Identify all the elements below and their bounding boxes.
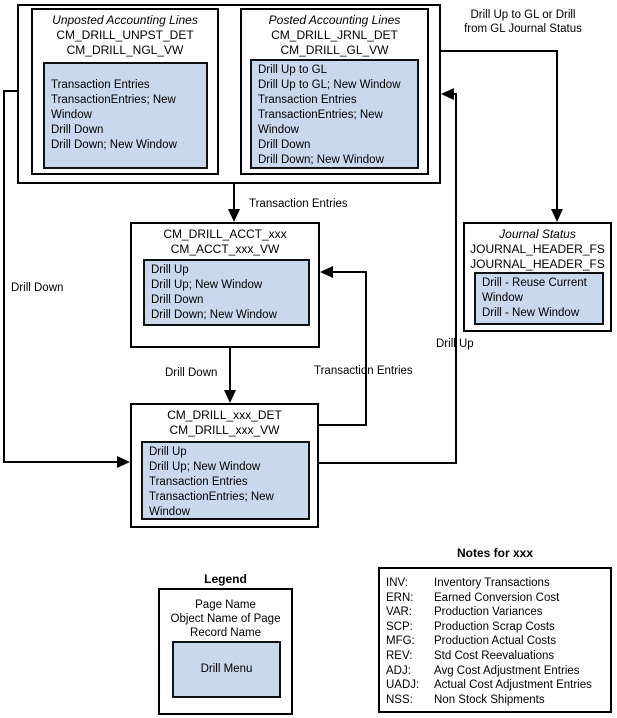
posted-object-name: CM_DRILL_JRNL_DET: [271, 28, 398, 42]
legend-line-record-name: Record Name: [190, 627, 261, 639]
notes-code: ERN:: [386, 591, 414, 604]
unposted-title: Unposted Accounting Lines: [52, 13, 198, 27]
connector-drillup-h: [317, 462, 457, 464]
connector-te-loop-h-bottom: [317, 424, 367, 426]
notes-code: REV:: [386, 649, 413, 662]
connector-acct-to-det: [229, 348, 231, 392]
connector-te-loop-v: [365, 271, 367, 426]
menu-item: Drill Up to GL: [258, 64, 328, 76]
notes-desc: Actual Cost Adjustment Entries: [434, 679, 592, 692]
acct-object-name: CM_DRILL_ACCT_xxx: [163, 227, 287, 241]
unposted-drill-menu: Transaction Entries TransactionEntries; …: [43, 62, 208, 169]
unposted-record-name: CM_DRILL_NGL_VW: [66, 43, 184, 57]
det-object-name: CM_DRILL_xxx_DET: [167, 408, 282, 422]
arrowhead-down-into-journal-icon: [551, 209, 563, 222]
connector-left-drilldown-h-bottom: [3, 461, 118, 463]
menu-item: Drill Up; New Window: [149, 461, 261, 473]
connector-left-drilldown-v: [3, 90, 5, 463]
gl-journal-label: Drill Up to GL or Drill from GL Journal …: [433, 8, 613, 36]
det-drill-menu: Drill Up Drill Up; New Window Transactio…: [141, 441, 310, 520]
menu-item: Drill Up: [149, 446, 187, 458]
menu-item: Drill - New Window: [482, 307, 580, 319]
menu-item: Drill Up; New Window: [151, 278, 263, 291]
notes-code: ADJ:: [386, 664, 411, 677]
arrowhead-right-into-det-icon: [117, 456, 130, 468]
notes-desc: Earned Conversion Cost: [434, 591, 560, 604]
menu-item: Drill Down: [151, 293, 204, 306]
gl-journal-label-line2: from GL Journal Status: [464, 23, 582, 35]
notes-code: MFG:: [386, 635, 415, 648]
notes-box: INV: Inventory Transactions ERN: Earned Co…: [378, 567, 612, 713]
notes-desc: Production Scrap Costs: [434, 620, 555, 633]
connector-drillup-v: [455, 93, 457, 464]
transaction-entries-label-top: Transaction Entries: [249, 198, 348, 210]
legend-title: Legend: [204, 572, 247, 586]
drill-down-label-mid: Drill Down: [165, 367, 218, 379]
arrowhead-down-into-det-icon: [224, 390, 236, 403]
notes-row: REV: Std Cost Reevaluations: [386, 649, 606, 664]
legend-drill-menu-label: Drill Menu: [200, 663, 253, 675]
menu-item: Drill Up to GL; New Window: [258, 79, 401, 91]
unposted-object-name: CM_DRILL_UNPST_DET: [56, 28, 194, 42]
connector-te-loop-h-top: [333, 271, 366, 273]
notes-desc: Std Cost Reevaluations: [434, 649, 555, 662]
notes-code: INV:: [386, 577, 408, 589]
menu-item: Drill - Reuse Current Window: [482, 277, 587, 304]
acct-drill-menu: Drill Up Drill Up; New Window Drill Down…: [143, 259, 310, 326]
drill-up-label: Drill Up: [436, 338, 474, 350]
legend-drill-menu: Drill Menu: [172, 641, 281, 698]
menu-item: Drill Up: [151, 263, 189, 276]
menu-item: Drill Down; New Window: [258, 154, 384, 166]
notes-row: MFG: Production Actual Costs: [386, 634, 606, 649]
notes-desc: Production Actual Costs: [434, 635, 557, 648]
connector-group-to-acct: [233, 184, 235, 211]
notes-code: NSS:: [386, 693, 413, 706]
notes-row: ERN: Earned Conversion Cost: [386, 591, 606, 606]
connector-left-drilldown-h-top: [3, 90, 18, 92]
notes-row: VAR: Production Variances: [386, 605, 606, 620]
notes-row: UADJ: Actual Cost Adjustment Entries: [386, 678, 606, 693]
notes-row: SCP: Production Scrap Costs: [386, 620, 606, 635]
menu-item: Drill Down; New Window: [51, 139, 177, 151]
gl-journal-label-line1: Drill Up to GL or Drill: [470, 9, 576, 21]
journal-title: Journal Status: [499, 227, 576, 241]
notes-code: VAR:: [386, 606, 412, 619]
notes-code: UADJ:: [386, 679, 420, 692]
journal-object-name: JOURNAL_HEADER_FS: [470, 242, 605, 256]
transaction-entries-label-loop: Transaction Entries: [314, 365, 413, 377]
menu-item: TransactionEntries; New Window: [149, 491, 274, 518]
acct-record-name: CM_ACCT_xxx_VW: [170, 242, 280, 256]
posted-title: Posted Accounting Lines: [268, 13, 401, 27]
notes-desc: Avg Cost Adjustment Entries: [434, 664, 580, 677]
arrowhead-down-into-acct-icon: [228, 209, 240, 222]
notes-code: SCP:: [386, 620, 413, 633]
notes-desc: Production Variances: [434, 606, 543, 619]
menu-item: TransactionEntries; New Window: [51, 94, 176, 121]
posted-record-name: CM_DRILL_GL_VW: [280, 43, 389, 57]
notes-desc: Inventory Transactions: [434, 577, 550, 589]
notes-row: NSS: Non Stock Shipments: [386, 693, 606, 708]
journal-record-name: JOURNAL_HEADER_FS: [470, 257, 605, 271]
menu-item: Drill Down; New Window: [151, 308, 277, 321]
menu-item: Transaction Entries: [149, 476, 248, 488]
notes-desc: Non Stock Shipments: [434, 693, 545, 706]
posted-drill-menu: Drill Up to GL Drill Up to GL; New Windo…: [250, 59, 419, 169]
det-record-name: CM_DRILL_xxx_VW: [169, 423, 280, 437]
arrowhead-left-into-posted-icon: [441, 88, 454, 100]
menu-item: Drill Down: [51, 124, 104, 136]
notes-row: INV: Inventory Transactions: [386, 576, 606, 591]
connector-posted-to-journal-v: [556, 50, 558, 210]
menu-item: Transaction Entries: [51, 79, 150, 91]
notes-row: ADJ: Avg Cost Adjustment Entries: [386, 664, 606, 679]
legend-line-page-name: Page Name: [195, 599, 256, 611]
menu-item: TransactionEntries; New Window: [258, 109, 383, 136]
legend-line-object-name: Object Name of Page: [170, 613, 281, 625]
journal-drill-menu: Drill - Reuse Current Window Drill - New…: [474, 272, 604, 325]
menu-item: Transaction Entries: [258, 94, 357, 106]
notes-title: Notes for xxx: [456, 546, 534, 560]
drill-down-label-left: Drill Down: [11, 282, 64, 294]
arrowhead-left-into-acct-icon: [320, 266, 333, 278]
connector-posted-to-journal-h: [428, 50, 558, 52]
menu-item: Drill Down: [258, 139, 311, 151]
